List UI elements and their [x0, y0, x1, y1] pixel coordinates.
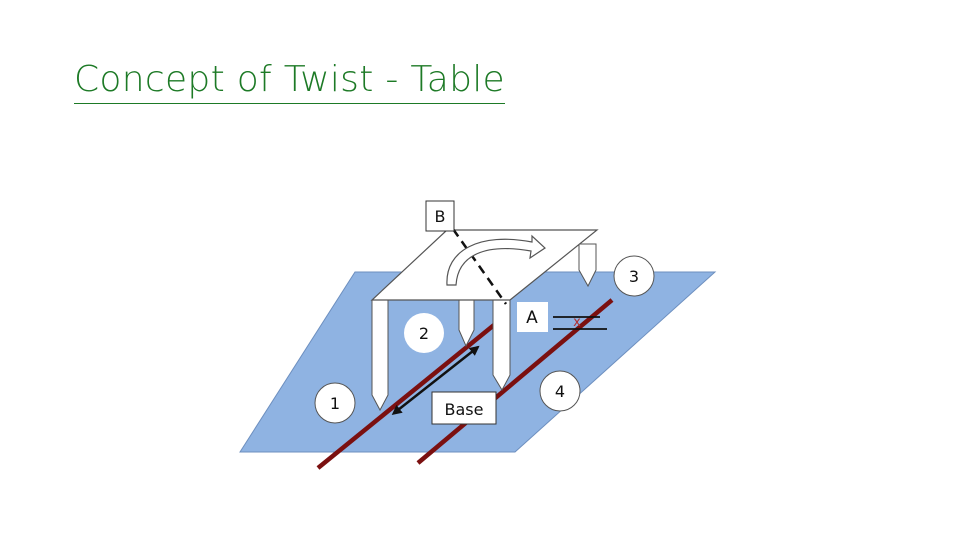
leg-2-label: 2	[419, 324, 429, 343]
leg-2-circle	[404, 313, 444, 353]
label-a-box	[517, 302, 548, 332]
label-base-box	[431, 391, 497, 425]
leg-3-label: 3	[629, 267, 639, 286]
label-base: Base	[445, 400, 484, 419]
rotation-arrow	[446, 234, 546, 286]
rail-right	[416, 298, 614, 465]
label-b: B	[435, 207, 446, 226]
table-leg-1	[371, 299, 389, 412]
label-b-box	[425, 200, 455, 232]
label-x: x	[573, 315, 581, 330]
leg-1-label: 1	[330, 394, 340, 413]
label-a: A	[526, 308, 538, 328]
leg-3-circle	[613, 255, 655, 297]
base-arrow	[391, 345, 480, 415]
table-leg-3	[578, 243, 597, 288]
leg-1-circle	[314, 382, 356, 424]
leg-4-label: 4	[555, 382, 565, 401]
leg-4-circle	[539, 370, 581, 412]
table-leg-4	[492, 299, 511, 392]
slide-title: Concept of Twist - Table	[74, 58, 505, 104]
twist-axis-line	[451, 228, 508, 305]
